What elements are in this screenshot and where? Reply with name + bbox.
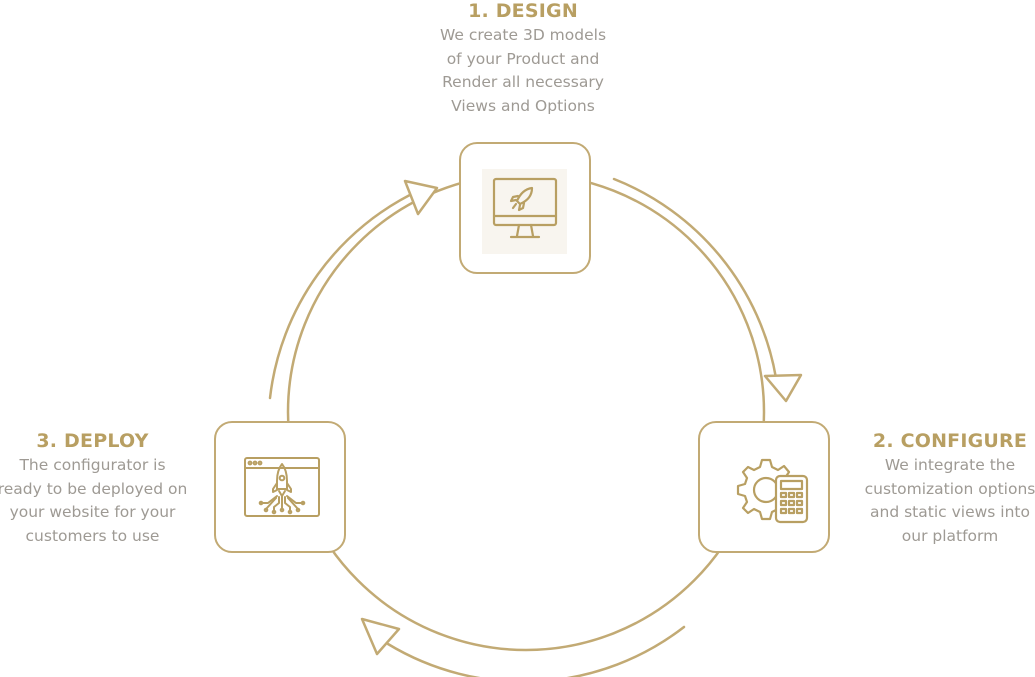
arrowhead-bottom: [360, 617, 401, 656]
arc-deploy-to-design: [268, 188, 422, 400]
step-configure: 2. CONFIGURE We integrate the customizat…: [860, 430, 1035, 548]
arrowhead-right: [763, 373, 803, 403]
step-deploy: 3. DEPLOY The configurator is ready to b…: [0, 430, 195, 548]
browser-rocket-launch-icon: [244, 457, 320, 517]
desc-line: We create 3D models: [439, 26, 607, 44]
desc-line: customers to use: [25, 526, 160, 545]
deploy-icon-box: [214, 421, 346, 553]
desc-line: of your Product and: [446, 49, 600, 68]
gear-calculator-icon: [736, 458, 809, 524]
configure-icon-box: [698, 421, 830, 553]
desc-line: ready to be deployed on: [0, 479, 188, 498]
desc-line: customization options: [864, 479, 1035, 498]
step-design-description: We create 3D models of your Product and …: [418, 24, 628, 118]
design-icon-box: [459, 142, 591, 274]
desc-line: our platform: [901, 526, 999, 545]
desc-line: The configurator is: [19, 456, 166, 474]
desc-line: We integrate the: [884, 456, 1016, 474]
arc-configure-to-deploy: [386, 625, 686, 677]
arrowhead-top-left: [403, 179, 439, 216]
step-deploy-description: The configurator is ready to be deployed…: [0, 454, 195, 548]
desc-line: your website for your: [9, 503, 176, 521]
step-configure-description: We integrate the customization options a…: [860, 454, 1035, 548]
desc-line: and static views into: [870, 503, 1030, 521]
step-deploy-title: 3. DEPLOY: [36, 430, 149, 452]
arc-design-to-configure: [612, 177, 778, 380]
step-configure-title: 2. CONFIGURE: [872, 430, 1028, 452]
step-design-title: 1. DESIGN: [468, 0, 578, 22]
desc-line: Views and Options: [451, 96, 595, 115]
monitor-rocket-icon: [482, 169, 567, 254]
step-design: 1. DESIGN We create 3D models of your Pr…: [418, 0, 628, 118]
desc-line: Render all necessary: [442, 73, 604, 91]
